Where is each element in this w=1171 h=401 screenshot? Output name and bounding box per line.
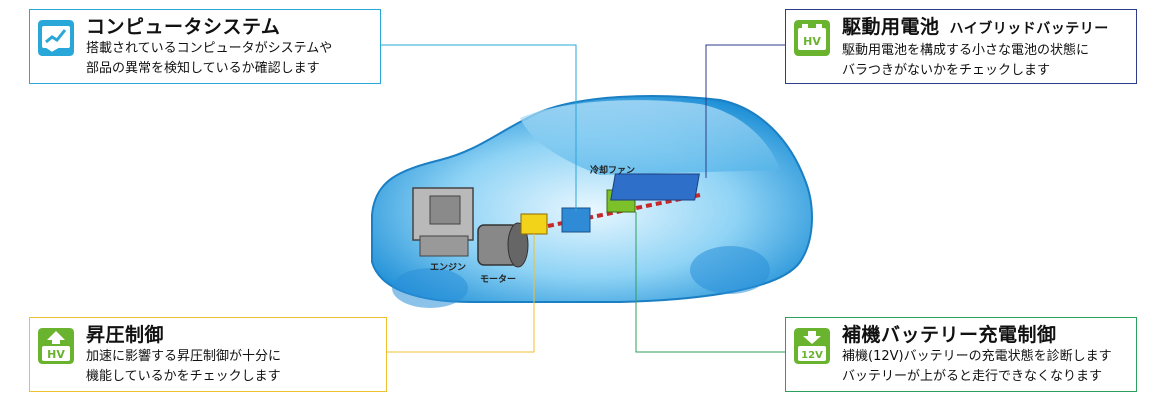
callout-desc-line2: バッテリーが上がると走行できなくなります	[842, 369, 1103, 384]
callout-computer-system: コンピュータシステム 搭載されているコンピュータがシステムや 部品の異常を検知し…	[29, 9, 381, 84]
callout-desc-line1: 補機(12V)バッテリーの充電状態を診断します	[842, 349, 1112, 364]
boost-converter	[520, 213, 548, 235]
rear-wheel	[690, 246, 770, 294]
fan-label: 冷却ファン	[590, 164, 635, 176]
title-main: 駆動用電池	[842, 16, 940, 38]
car-roof	[520, 100, 780, 175]
svg-text:12V: 12V	[801, 350, 823, 361]
leader-computer	[381, 44, 577, 212]
callout-desc-line2: 部品の異常を検知しているか確認します	[86, 61, 320, 76]
callout-drive-battery: HV 駆動用電池ハイブリッドバッテリー 駆動用電池を構成する小さな電池の状態に …	[785, 9, 1137, 84]
leader-battery	[705, 44, 785, 178]
engine-graphic	[412, 187, 474, 257]
callout-title: コンピュータシステム	[86, 16, 281, 38]
leader-aux	[635, 212, 785, 353]
hv-battery-icon: HV	[794, 20, 830, 56]
callout-desc-line1: 駆動用電池を構成する小さな電池の状態に	[842, 43, 1090, 58]
callout-aux-battery-charge: 12V 補機バッテリー充電制御 補機(12V)バッテリーの充電状態を診断します …	[785, 317, 1137, 392]
callout-desc-line1: 搭載されているコンピュータがシステムや	[86, 41, 333, 56]
title-sub: ハイブリッドバッテリー	[949, 21, 1109, 37]
hv-boost-icon: HV	[38, 328, 74, 364]
callout-title: 昇圧制御	[86, 324, 165, 346]
svg-text:HV: HV	[47, 348, 65, 361]
checkmark-chart-icon	[38, 20, 74, 56]
callout-desc-line1: 加速に影響する昇圧制御が十分に	[86, 349, 282, 364]
svg-text:HV: HV	[803, 35, 821, 48]
callout-desc-line2: バラつきがないかをチェックします	[842, 63, 1051, 78]
callout-title: 駆動用電池ハイブリッドバッテリー	[842, 16, 1128, 40]
engine-label: エンジン	[430, 262, 466, 273]
leader-boost	[387, 234, 535, 353]
callout-desc-line2: 機能しているかをチェックします	[86, 369, 281, 384]
hybrid-battery	[610, 173, 700, 201]
12v-battery-icon: 12V	[794, 328, 830, 364]
callout-title: 補機バッテリー充電制御	[842, 324, 1057, 346]
motor-label: モーター	[480, 273, 516, 285]
front-wheel	[392, 268, 468, 308]
callout-boost-control: HV 昇圧制御 加速に影響する昇圧制御が十分に 機能しているかをチェックします	[29, 317, 387, 392]
